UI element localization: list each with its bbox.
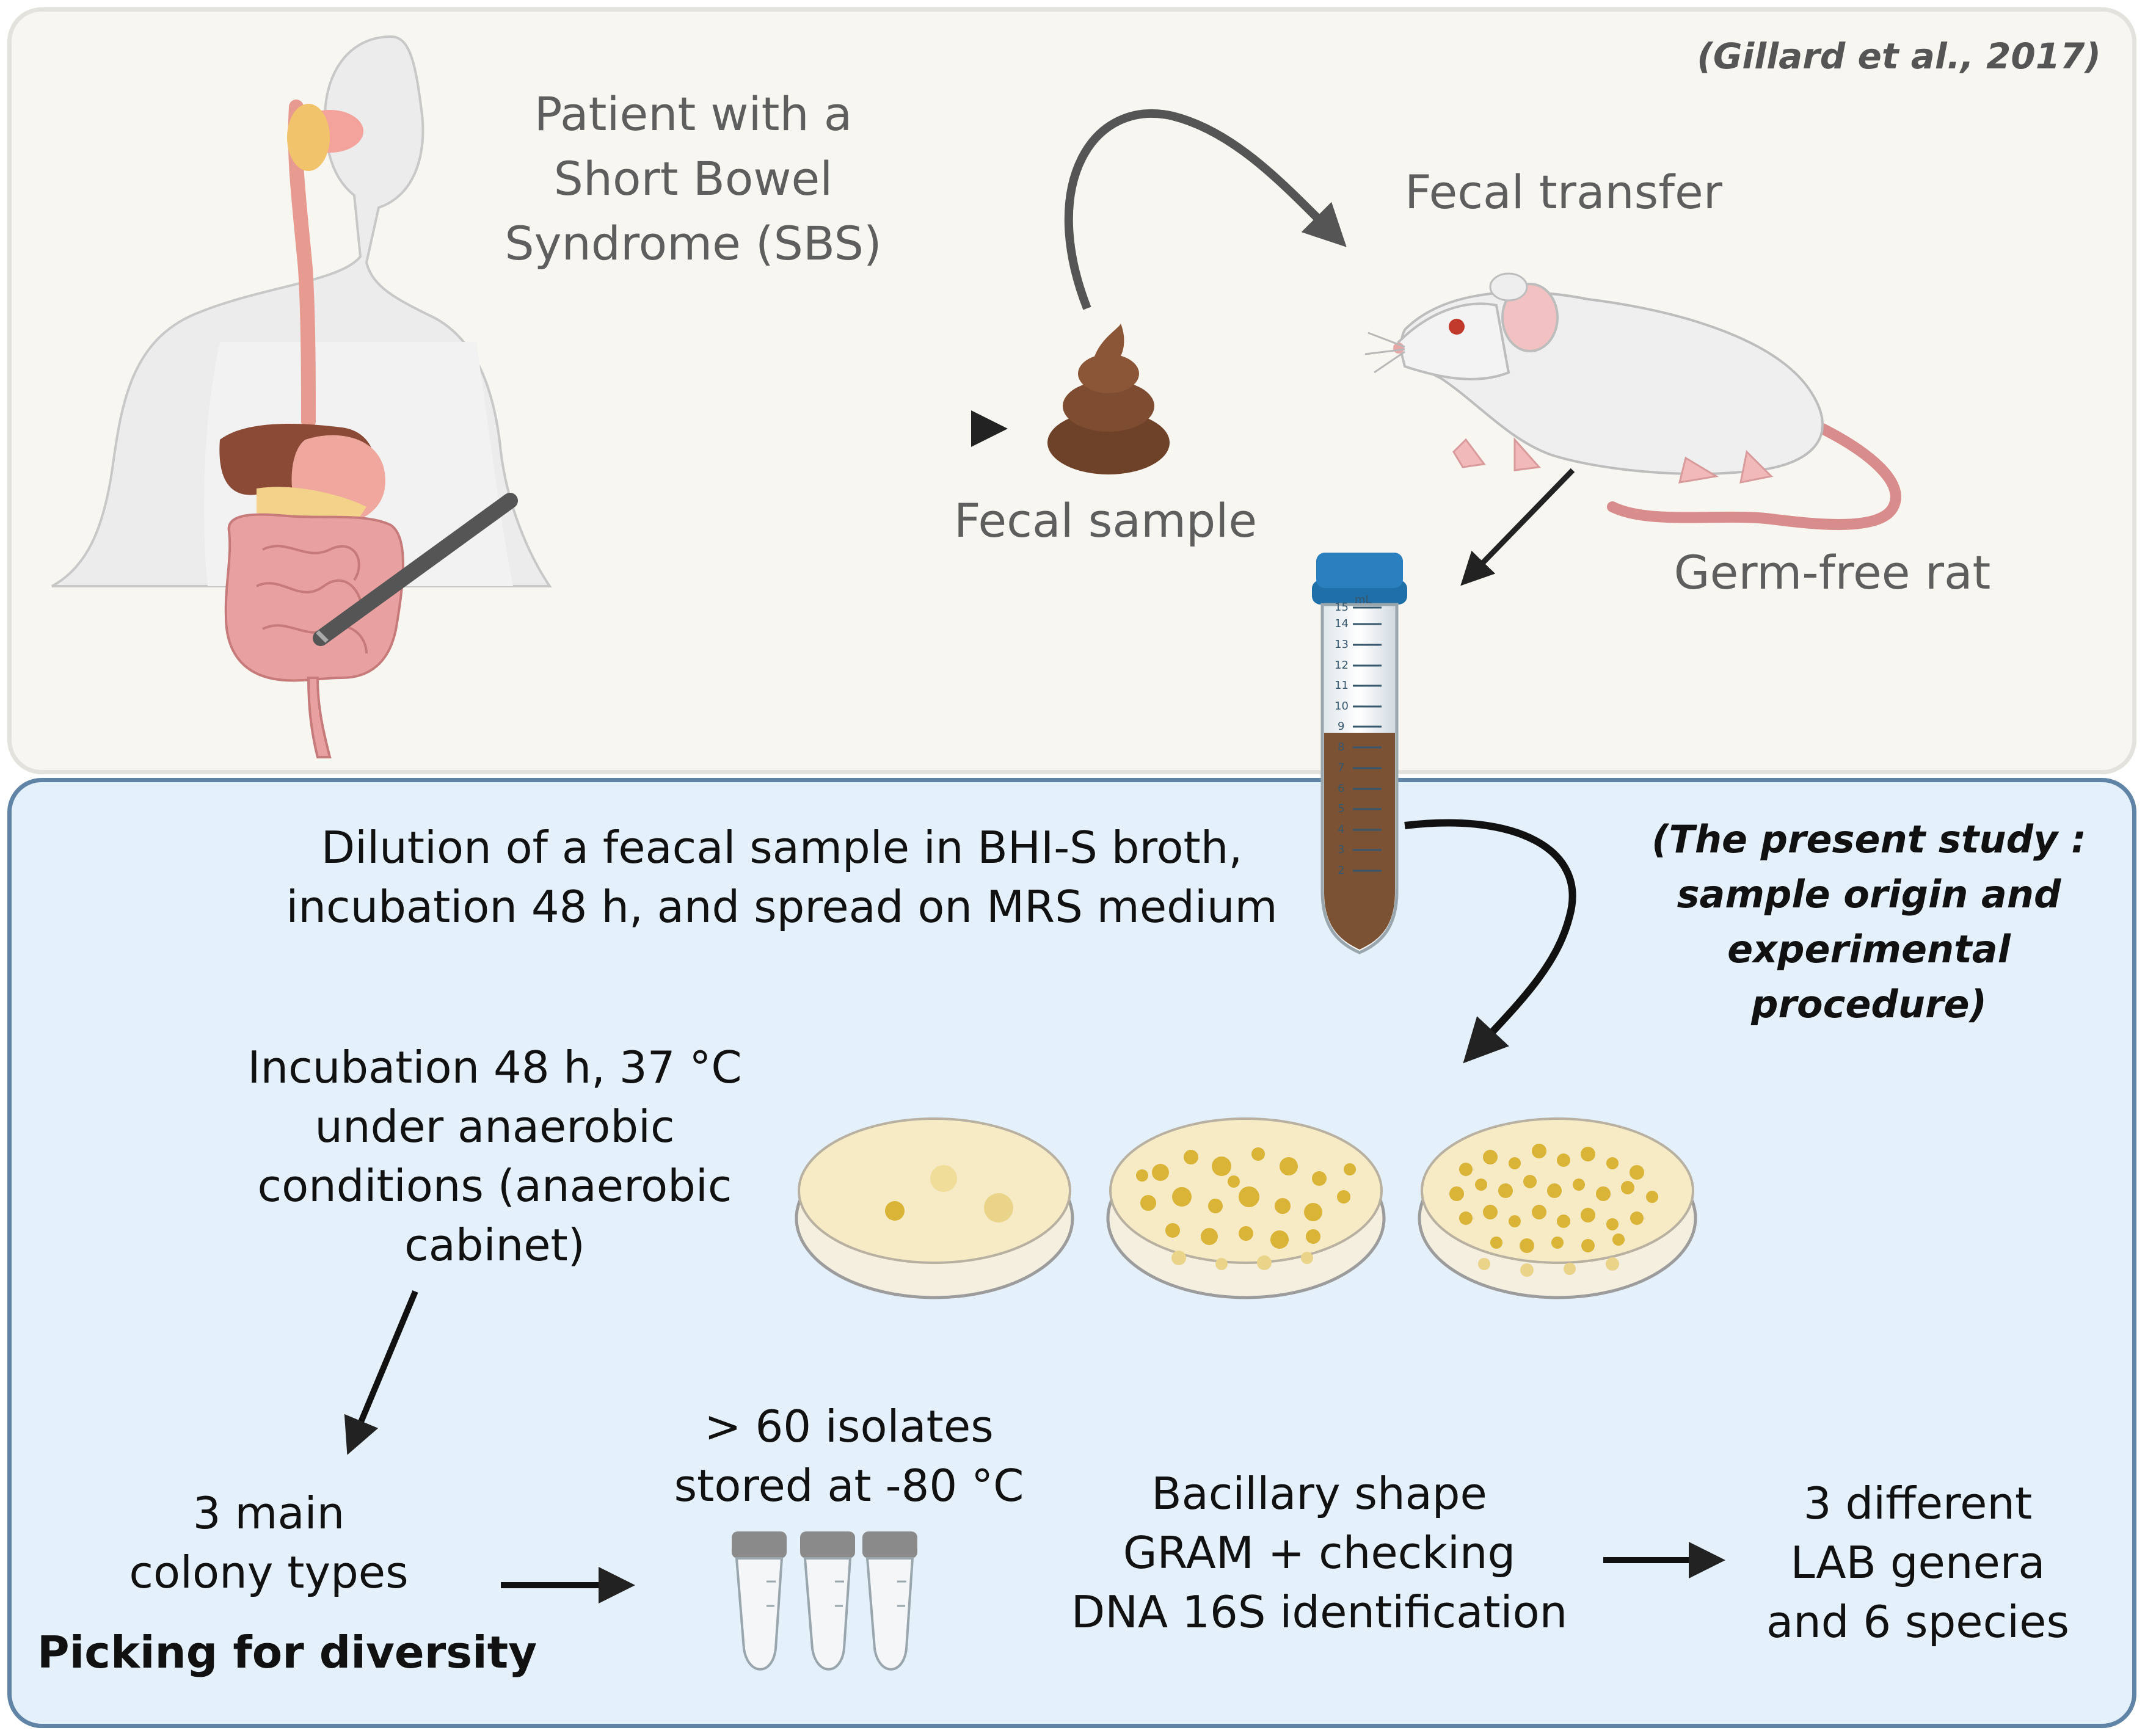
tube-tick-label: 14 xyxy=(1335,617,1349,630)
incubation-text: Incubation 48 h, 37 °C under anaerobic c… xyxy=(247,1042,742,1271)
result-text: 3 different LAB genera and 6 species xyxy=(1766,1478,2069,1647)
arrow-incubation-to-colonies xyxy=(344,1290,418,1455)
tube-tick-label: 5 xyxy=(1338,802,1344,815)
falcon-tube: mL 15 14 13 12 11 10 9 8 7 6 5 4 3 2 xyxy=(1312,553,1407,954)
patient-body-illustration xyxy=(51,35,552,758)
colony-types-text: 3 main colony types xyxy=(129,1487,409,1598)
tube-tick-label: 10 xyxy=(1335,700,1349,713)
arrow-rat-to-tube xyxy=(1460,468,1575,586)
citation-label: (Gillard et al., 2017) xyxy=(1697,35,2101,77)
arrow-tube-to-plates xyxy=(1404,819,1576,1064)
fecal-transfer-label: Fecal transfer xyxy=(1404,165,1723,219)
checks-text: Bacillary shape GRAM + checking DNA 16S … xyxy=(1071,1468,1568,1638)
fecal-sample-label: Fecal sample xyxy=(953,493,1258,548)
tube-tick-label: 11 xyxy=(1335,679,1349,692)
germ-free-rat-label: Germ-free rat xyxy=(1673,545,1991,600)
tube-tick-label: 12 xyxy=(1335,659,1349,672)
isolate-microtubes xyxy=(732,1531,917,1671)
picking-text: Picking for diversity xyxy=(37,1627,537,1678)
tube-unit-label: mL xyxy=(1355,594,1372,606)
tube-tick-label: 7 xyxy=(1338,761,1344,774)
petri-dish-sparse xyxy=(795,1117,1074,1299)
tube-tick-label: 3 xyxy=(1338,843,1344,856)
tube-tick-label: 2 xyxy=(1338,864,1344,877)
petri-dish-medium xyxy=(1106,1117,1386,1299)
tube-tick-label: 13 xyxy=(1335,638,1349,651)
isolates-text: > 60 isolates stored at -80 °C xyxy=(674,1401,1024,1511)
study-note: (The present study : sample origin and e… xyxy=(1652,817,2086,1026)
arrow-fecal-transfer xyxy=(1064,109,1347,310)
tube-tick-label: 6 xyxy=(1338,782,1344,795)
tube-tick-label: 8 xyxy=(1338,741,1344,754)
dilution-text: Dilution of a feacal sample in BHI-S bro… xyxy=(286,822,1278,932)
patient-label: Patient with a Short Bowel Syndrome (SBS… xyxy=(504,87,882,271)
bottom-panel xyxy=(7,778,2136,1728)
germ-free-rat-illustration xyxy=(1364,272,1901,530)
tube-tick-label: 9 xyxy=(1338,720,1344,733)
fecal-sample-illustration xyxy=(1047,324,1170,474)
tube-tick-label: 4 xyxy=(1338,823,1344,836)
tube-tick-label: 15 xyxy=(1335,601,1349,614)
petri-dish-dense xyxy=(1418,1117,1697,1299)
